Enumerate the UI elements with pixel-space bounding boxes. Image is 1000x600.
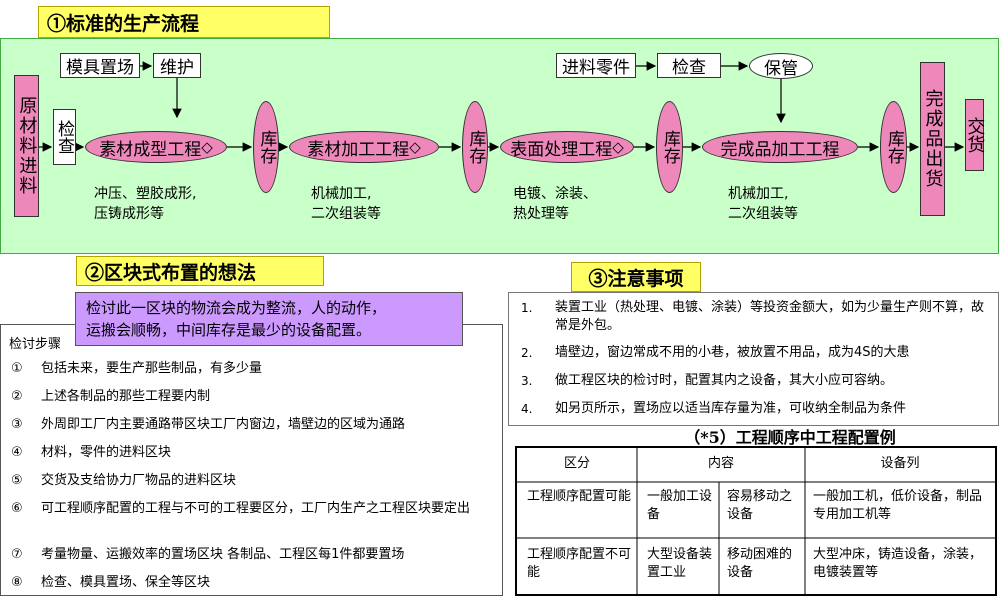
diamond-icon: ◇ xyxy=(201,138,213,156)
caution-number: 4. xyxy=(521,402,533,416)
step-item: ② 上述各制品的那些工程要内制 xyxy=(11,389,494,405)
block-layout-idea: 检讨此一区块的物流会成为整流，人的动作， 运搬会顺畅，中间库存是最少的设备配置。 xyxy=(75,292,463,346)
section3-title: ③注意事项 xyxy=(571,262,701,292)
custody-oval: 保管 xyxy=(749,53,813,79)
delivery-label: 交货 xyxy=(964,117,986,153)
step-item: ① 包括未来，要生产那些制品，有多少量 xyxy=(11,361,494,377)
caution-item: 2. 墙壁边，窗边常成不用的小巷，被放置不用品，成为4S的大患 xyxy=(521,344,990,362)
production-flow-area: 模具置场 维护 进料零件 检查 保管 原材料进料 检查 素材成型工程◇ 库存 素… xyxy=(0,38,999,254)
inventory-3-label: 库存 xyxy=(659,130,680,164)
steps-title: 检讨步骤 xyxy=(9,337,62,352)
inventory-3: 库存 xyxy=(656,101,683,193)
stage-surface-note: 电镀、涂装、 热处理等 xyxy=(513,186,597,222)
stage-forming-label: 素材成型工程 xyxy=(99,139,202,160)
idea-text: 检讨此一区块的物流会成为整流，人的动作， 运搬会顺畅，中间库存是最少的设备配置。 xyxy=(86,299,387,339)
header-content: 内容 xyxy=(707,456,734,471)
step-number: ⑧ xyxy=(11,575,23,590)
stage-finished-processing-label: 完成品加工工程 xyxy=(720,139,840,160)
inspection-label: 检查 xyxy=(54,120,74,154)
step-text: 交货及支给协力厂物品的进料区块 xyxy=(41,473,237,488)
caution-text: 如另页所示，置场应以适当库存量为准，可收纳全制品为条件 xyxy=(555,401,907,416)
caution-number: 3. xyxy=(521,374,533,388)
raw-material-intake: 原材料进料 xyxy=(14,75,39,217)
maintenance-box: 维护 xyxy=(153,53,201,78)
inventory-4: 库存 xyxy=(880,101,907,193)
row1-examples: 一般加工机，低价设备，制品专用加工机等 xyxy=(813,489,983,522)
inventory-2: 库存 xyxy=(462,101,488,193)
stage-surface-treatment-label: 表面处理工程 xyxy=(510,139,613,160)
row2-content-a: 大型设备装置工业 xyxy=(647,547,713,580)
stage-machining-label: 素材加工工程 xyxy=(307,139,410,160)
config-table: 区分 内容 设备列 工程顺序配置可能 一般加工设备 容易移动之设备 一般加工机，… xyxy=(515,446,997,596)
stage-machining-note: 机械加工, 二次组装等 xyxy=(311,186,381,222)
stage-surface-treatment: 表面处理工程◇ xyxy=(500,131,634,163)
inspection-top-box: 检查 xyxy=(657,53,721,78)
step-item: ⑤ 交货及支给协力厂物品的进料区块 xyxy=(11,473,494,489)
mold-storage-box: 模具置场 xyxy=(60,53,140,78)
row2-category: 工程顺序配置不可能 xyxy=(527,547,632,580)
step-text: 考量物量、运搬效率的置场区块 各制品、工程区每1件都要置场 xyxy=(41,547,405,562)
inventory-1-label: 库存 xyxy=(256,130,277,164)
header-equipment: 设备列 xyxy=(880,456,920,471)
section1-title: ①标准的生产流程 xyxy=(38,6,330,38)
step-number: ① xyxy=(11,361,23,376)
step-item: ⑥ 可工程顺序配置的工程与不可的工程要区分，工厂内生产之工程区块要定出 xyxy=(11,501,494,517)
step-item: ⑦ 考量物量、运搬效率的置场区块 各制品、工程区每1件都要置场 xyxy=(11,547,494,563)
caution-item: 3. 做工程区块的检讨时，配置其内之设备，其大小应可容纳。 xyxy=(521,372,990,390)
step-text: 材料，零件的进料区块 xyxy=(41,445,172,460)
step-number: ② xyxy=(11,389,23,404)
table-grid xyxy=(517,448,995,594)
step-number: ⑥ xyxy=(11,501,23,516)
step-item: ⑧ 检查、模具置场、保全等区块 xyxy=(11,575,494,591)
stage-finished-note: 机械加工, 二次组装等 xyxy=(728,186,798,222)
inventory-2-label: 库存 xyxy=(465,130,486,164)
flow-arrows xyxy=(39,61,965,152)
caution-text: 墙壁边，窗边常成不用的小巷，被放置不用品，成为4S的大患 xyxy=(555,345,910,360)
inspection-box: 检查 xyxy=(53,109,76,165)
row2-examples: 大型冲床，铸造设备，涂装，电镀装置等 xyxy=(813,547,983,580)
stage-forming: 素材成型工程◇ xyxy=(85,131,227,163)
finished-goods-label: 完成品出货 xyxy=(922,89,944,189)
row1-content-a: 一般加工设备 xyxy=(647,489,713,522)
stage-finished-processing: 完成品加工工程 xyxy=(702,131,858,163)
delivery-box: 交货 xyxy=(964,99,986,171)
cautions-panel: 1. 装置工业（热处理、电镀、涂装）等投资金额大，如为少量生产则不算，故常是外包。… xyxy=(508,292,999,426)
step-number: ⑦ xyxy=(11,547,23,562)
step-text: 包括未来，要生产那些制品，有多少量 xyxy=(41,361,263,376)
step-number: ③ xyxy=(11,417,23,432)
step-number: ④ xyxy=(11,445,23,460)
step-item: ④ 材料，零件的进料区块 xyxy=(11,445,494,461)
diamond-icon: ◇ xyxy=(409,138,421,156)
step-text: 外周即工厂内主要通路带区块工厂内窗边，墙壁边的区域为通路 xyxy=(41,417,406,432)
caution-item: 1. 装置工业（热处理、电镀、涂装）等投资金额大，如为少量生产则不算，故常是外包。 xyxy=(521,299,990,335)
step-text: 上述各制品的那些工程要内制 xyxy=(41,389,211,404)
inventory-4-label: 库存 xyxy=(883,130,904,164)
stage-machining: 素材加工工程◇ xyxy=(289,131,439,163)
caution-number: 2. xyxy=(521,346,533,360)
caution-item: 4. 如另页所示，置场应以适当库存量为准，可收纳全制品为条件 xyxy=(521,400,990,418)
stage-forming-note: 冲压、塑胶成形, 压铸成形等 xyxy=(94,186,197,222)
step-number: ⑤ xyxy=(11,473,23,488)
row1-content-b: 容易移动之设备 xyxy=(727,489,793,522)
diamond-icon: ◇ xyxy=(612,138,624,156)
parts-intake-box: 进料零件 xyxy=(556,53,636,78)
row1-category: 工程顺序配置可能 xyxy=(527,489,632,504)
step-text: 可工程顺序配置的工程与不可的工程要区分，工厂内生产之工程区块要定出 xyxy=(41,501,471,516)
header-category: 区分 xyxy=(563,456,590,471)
caution-text: 做工程区块的检讨时，配置其内之设备，其大小应可容纳。 xyxy=(555,373,894,388)
raw-material-label: 原材料进料 xyxy=(16,96,38,196)
row2-content-b: 移动困难的设备 xyxy=(727,547,793,580)
caution-text: 装置工业（热处理、电镀、涂装）等投资金额大，如为少量生产则不算，故常是外包。 xyxy=(555,300,985,333)
study-steps-panel: 检讨步骤 ① 包括未来，要生产那些制品，有多少量 ② 上述各制品的那些工程要内制 ③… xyxy=(0,324,503,596)
step-text: 检查、模具置场、保全等区块 xyxy=(41,575,211,590)
inventory-1: 库存 xyxy=(253,101,279,193)
caution-number: 1. xyxy=(521,301,533,315)
section2-title: ②区块式布置的想法 xyxy=(76,256,324,286)
config-table-title: （*5）工程顺序中工程配置例 xyxy=(684,428,896,447)
step-item: ③ 外周即工厂内主要通路带区块工厂内窗边，墙壁边的区域为通路 xyxy=(11,417,494,433)
finished-goods-shipping: 完成品出货 xyxy=(920,62,945,216)
